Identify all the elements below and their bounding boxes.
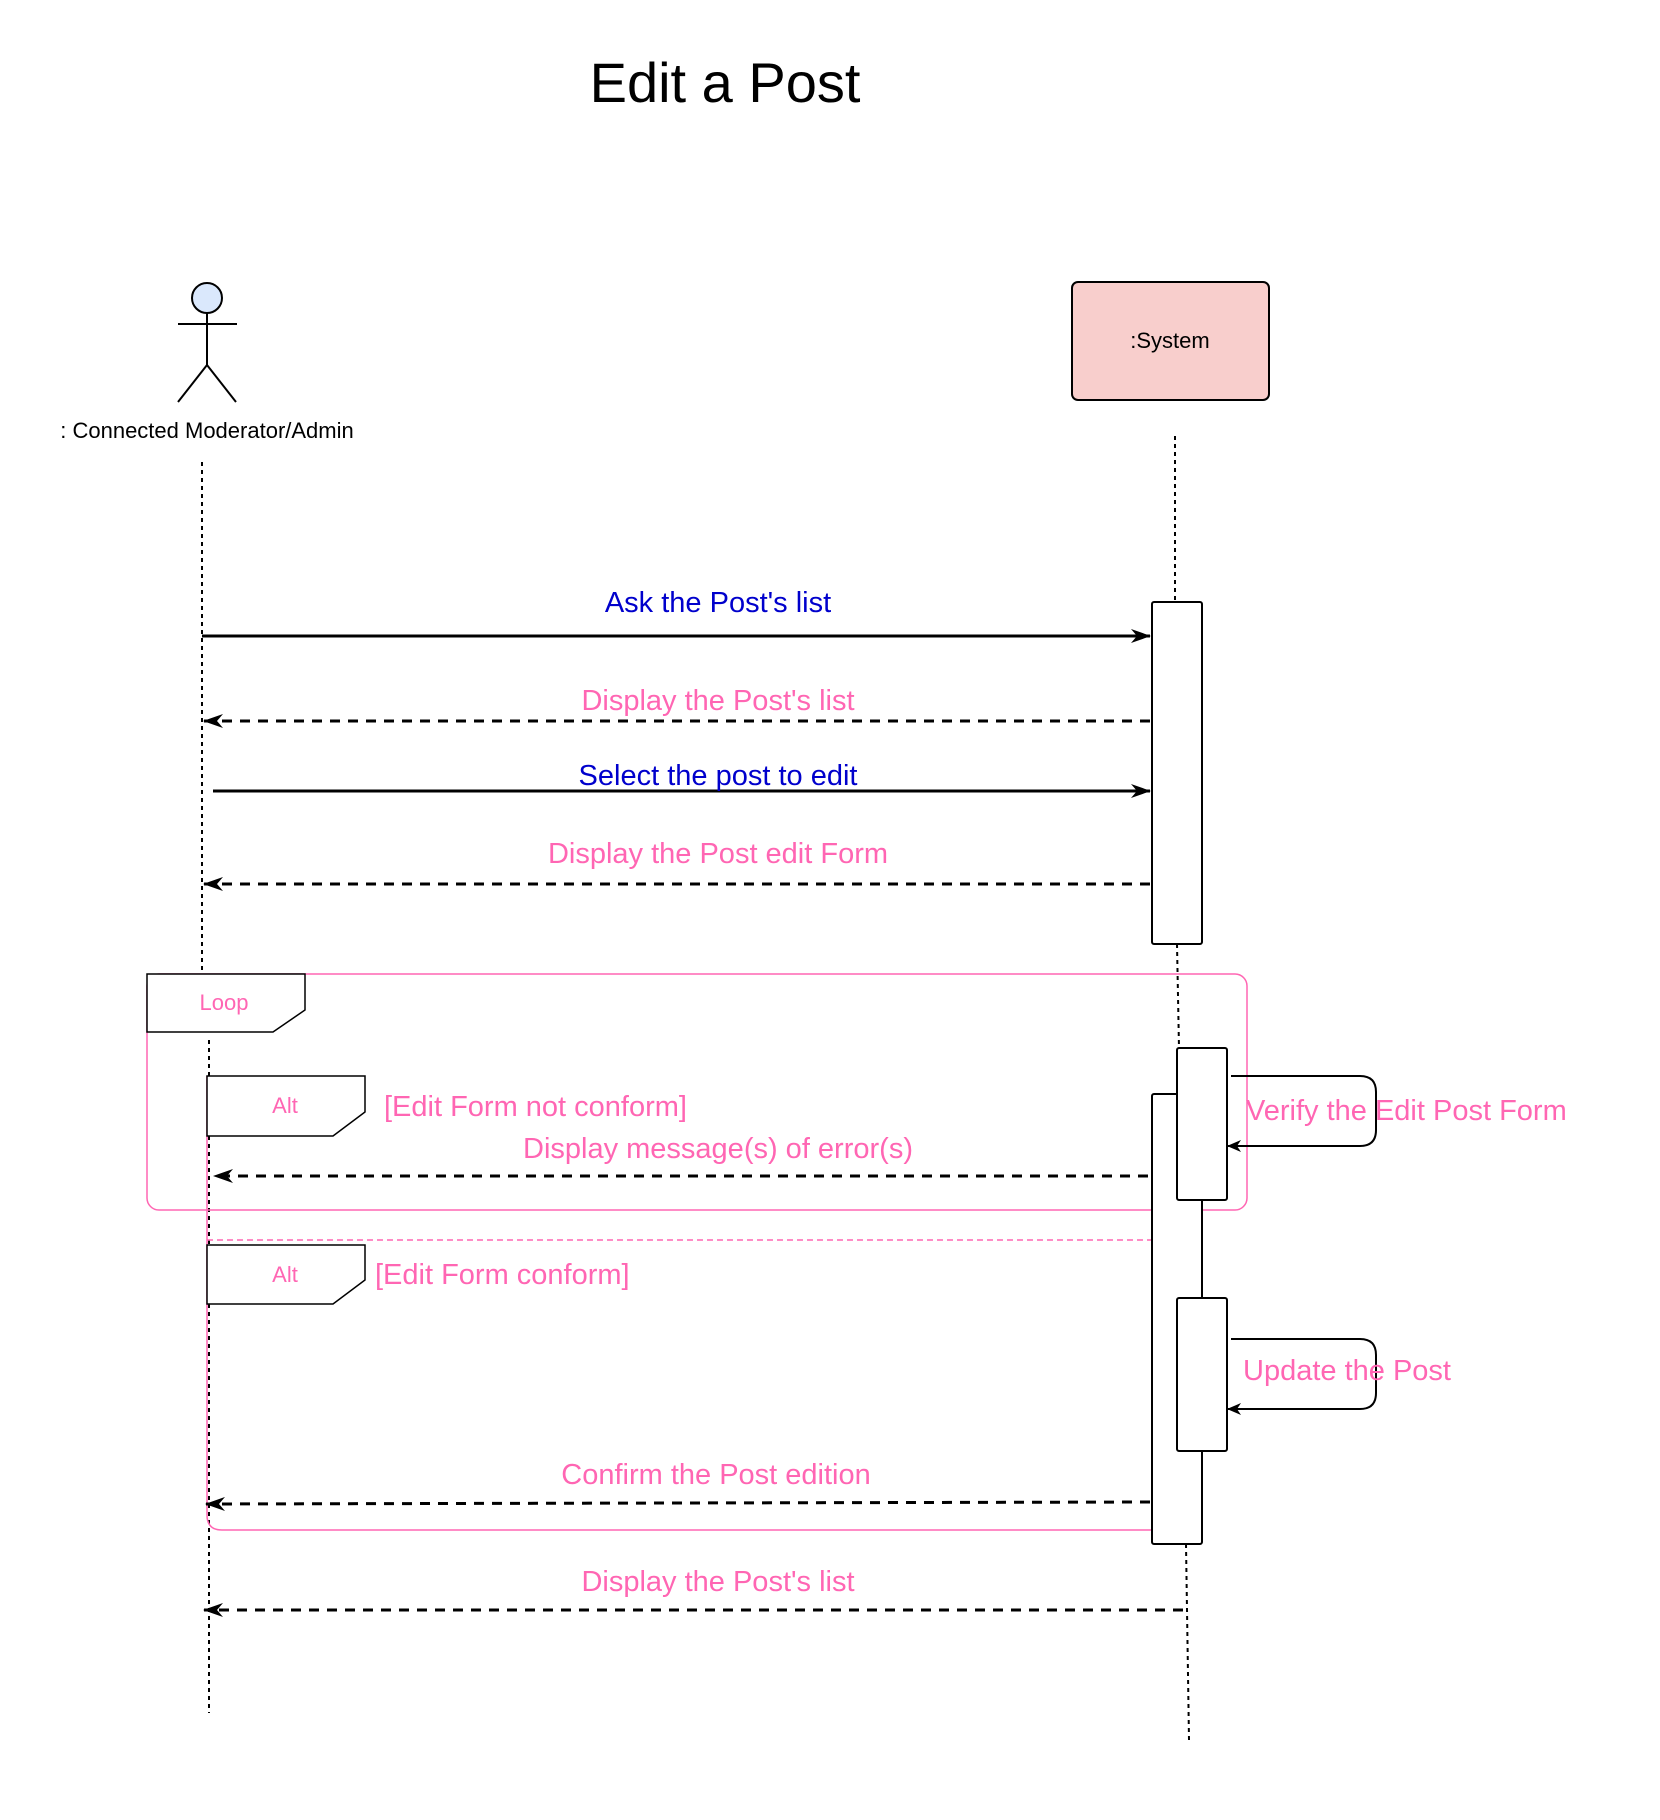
message-label-4: Display the Post edit Form bbox=[548, 838, 888, 870]
verify-self-call-label: Verify the Edit Post Form bbox=[1246, 1095, 1567, 1127]
alt-label-2: Alt bbox=[272, 1262, 298, 1287]
system-label: :System bbox=[1130, 328, 1209, 353]
loop-frame bbox=[146, 973, 1248, 1211]
update-activation-bar bbox=[1176, 1297, 1228, 1452]
actor-label: : Connected Moderator/Admin bbox=[60, 418, 354, 443]
alt-tab-2 bbox=[206, 1244, 366, 1305]
alt-tab-1 bbox=[206, 1075, 366, 1137]
message-label-1: Ask the Post's list bbox=[605, 587, 831, 619]
message-label-5: Display message(s) of error(s) bbox=[523, 1133, 913, 1165]
message-arrow-6 bbox=[205, 1496, 1151, 1511]
system-lifeline bbox=[1174, 436, 1190, 1741]
guard-conform: [Edit Form conform] bbox=[375, 1259, 630, 1291]
message-label-7: Display the Post's list bbox=[581, 1566, 854, 1598]
guard-not-conform: [Edit Form not conform] bbox=[384, 1091, 687, 1123]
loop-label: Loop bbox=[200, 990, 249, 1015]
system-box bbox=[1071, 281, 1270, 401]
system-activation-bar bbox=[1151, 601, 1203, 945]
update-self-call-arrow bbox=[1227, 1338, 1377, 1415]
update-self-call-label: Update the Post bbox=[1243, 1355, 1451, 1387]
diagram-title: Edit a Post bbox=[590, 51, 861, 114]
stick-figure-actor-icon bbox=[177, 282, 237, 403]
alt-frame-outline bbox=[206, 1076, 1160, 1531]
alt-label-1: Alt bbox=[272, 1093, 298, 1118]
verify-activation-bar bbox=[1176, 1047, 1228, 1201]
actor-lifeline bbox=[201, 462, 210, 1713]
message-label-6: Confirm the Post edition bbox=[561, 1459, 870, 1491]
verify-self-call-arrow bbox=[1227, 1075, 1377, 1152]
message-label-3: Select the post to edit bbox=[579, 760, 858, 792]
message-label-2: Display the Post's list bbox=[581, 685, 854, 717]
